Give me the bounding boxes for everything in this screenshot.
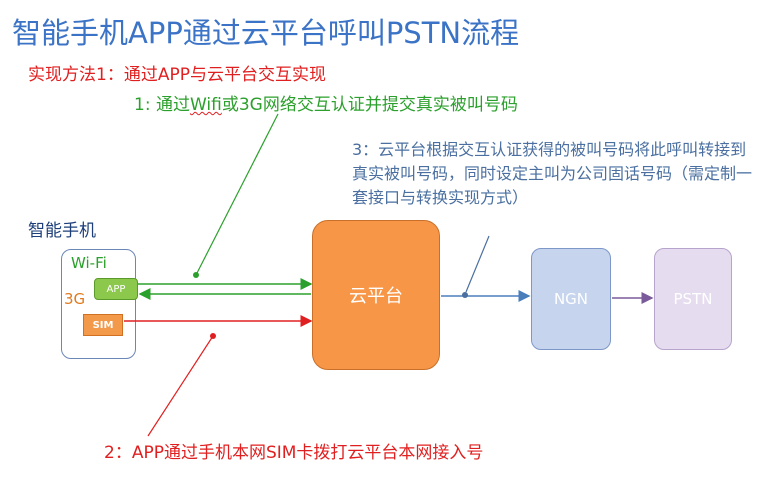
step3-pointer-line: [465, 235, 490, 293]
pstn-node: PSTN: [654, 248, 732, 350]
step1-pointer-line: [195, 113, 279, 276]
step2-annotation: 2：APP通过手机本网SIM卡拨打云平台本网接入号: [104, 443, 484, 463]
ngn-label: NGN: [553, 290, 589, 308]
step1-pointer-dot: [193, 272, 199, 278]
step1-annotation: 1: 通过Wifi或3G网络交互认证并提交真实被叫号码: [134, 90, 518, 115]
wifi-label: Wi-Fi: [71, 254, 107, 272]
step1-suffix: 或3G网络交互认证并提交真实被叫号码: [221, 95, 518, 115]
pstn-label: PSTN: [673, 290, 713, 308]
smartphone-box: [61, 249, 136, 359]
step2-pointer-line: [147, 335, 214, 437]
cloud-platform-node: 云平台: [312, 220, 440, 370]
page-title: 智能手机APP通过云平台呼叫PSTN流程: [12, 16, 520, 50]
step2-pointer-dot: [210, 333, 216, 339]
3g-label: 3G: [64, 290, 86, 308]
sim-block: SIM: [83, 314, 123, 336]
app-block: APP: [94, 278, 138, 300]
step3-annotation: 3：云平台根据交互认证获得的被叫号码将此呼叫转接到真实被叫号码，同时设定主叫为公…: [352, 140, 753, 207]
step1-wifi-word: Wifi: [189, 95, 222, 115]
cloud-platform-label: 云平台: [349, 286, 403, 307]
step1-prefix: 1: 通过: [134, 95, 190, 115]
method-label: 实现方法1：通过APP与云平台交互实现: [28, 65, 326, 85]
ngn-node: NGN: [531, 248, 611, 350]
smartphone-label: 智能手机: [28, 221, 96, 241]
step3-pointer-dot: [462, 292, 468, 298]
